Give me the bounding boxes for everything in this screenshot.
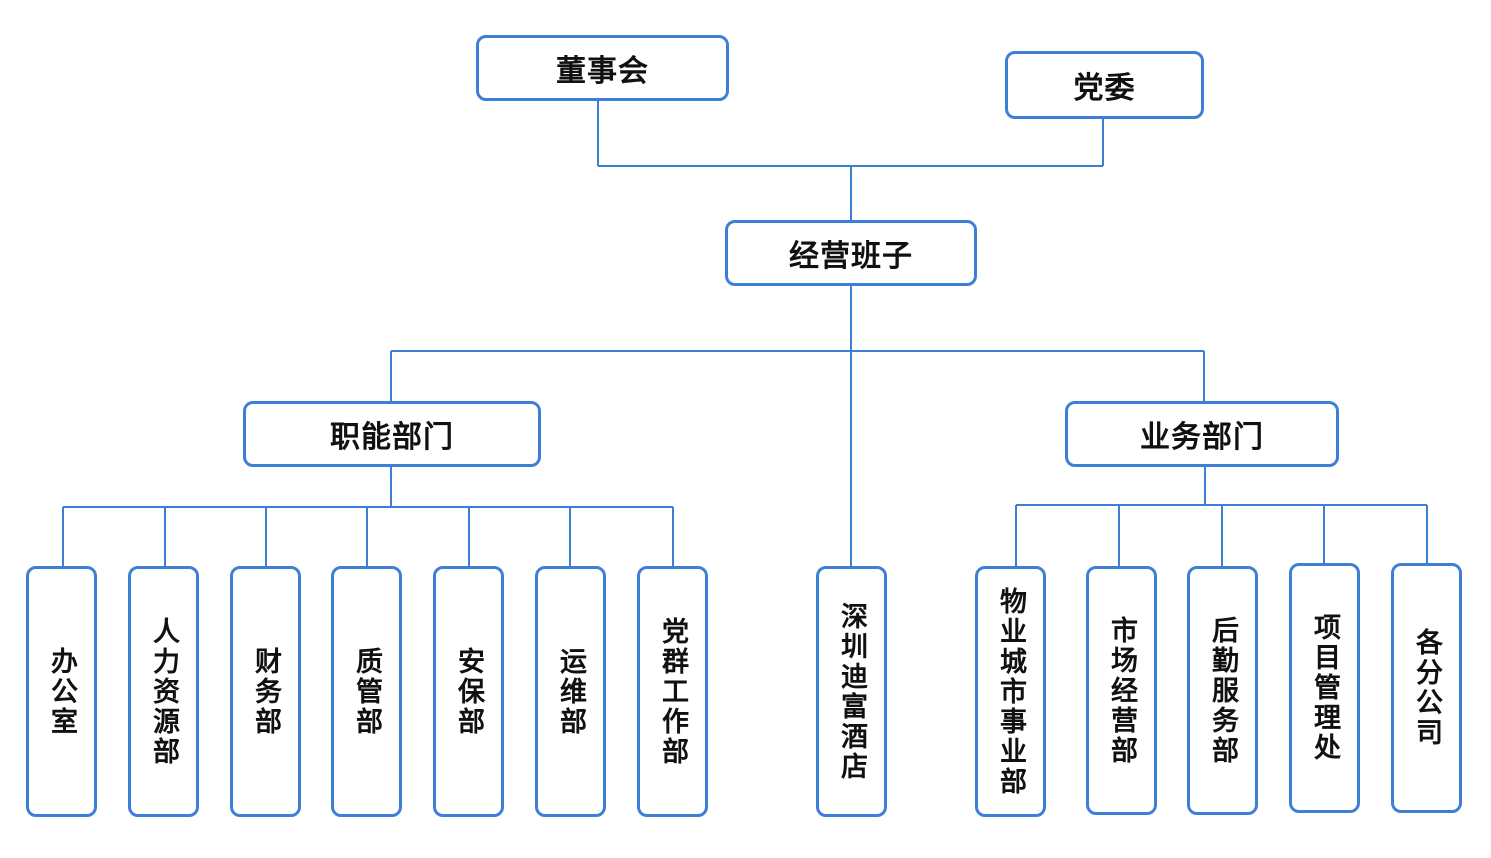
unit-label: 财务部 (250, 646, 281, 737)
unit-label: 项目管理处 (1309, 613, 1340, 763)
unit-label: 物业城市事业部 (995, 586, 1026, 797)
party-committee-box: 党委 (1005, 51, 1204, 119)
hotel-box: 深圳迪富酒店 (816, 566, 887, 817)
unit-label: 运维部 (555, 646, 586, 737)
functional-unit-quality: 质管部 (331, 566, 402, 817)
business-unit-marketing: 市场经营部 (1086, 566, 1157, 815)
unit-label: 市场经营部 (1106, 615, 1137, 766)
business-unit-branches: 各分公司 (1391, 563, 1462, 813)
unit-label: 后勤服务部 (1207, 615, 1238, 766)
functional-departments-box: 职能部门 (243, 401, 541, 467)
business-departments-box: 业务部门 (1065, 401, 1339, 467)
functional-unit-finance: 财务部 (230, 566, 301, 817)
unit-label: 人力资源部 (148, 616, 179, 767)
business-departments-label: 业务部门 (1140, 420, 1264, 455)
unit-label: 安保部 (453, 646, 484, 737)
business-unit-project-management: 项目管理处 (1289, 563, 1360, 813)
functional-unit-office: 办公室 (26, 566, 97, 817)
functional-unit-hr: 人力资源部 (128, 566, 199, 817)
business-unit-property-city: 物业城市事业部 (975, 566, 1046, 817)
party-committee-label: 党委 (1073, 71, 1136, 106)
unit-label: 质管部 (351, 646, 382, 737)
functional-unit-operations: 运维部 (535, 566, 606, 817)
management-box: 经营班子 (725, 220, 977, 286)
functional-departments-label: 职能部门 (330, 420, 454, 455)
hotel-label: 深圳迪富酒店 (836, 601, 867, 782)
unit-label: 各分公司 (1411, 628, 1442, 748)
functional-unit-security: 安保部 (433, 566, 504, 817)
functional-unit-party-affairs: 党群工作部 (637, 566, 708, 817)
unit-label: 党群工作部 (657, 616, 688, 767)
board-label: 董事会 (556, 54, 649, 89)
unit-label: 办公室 (46, 646, 77, 737)
management-label: 经营班子 (789, 239, 913, 274)
business-unit-logistics: 后勤服务部 (1187, 566, 1258, 815)
board-box: 董事会 (476, 35, 729, 101)
